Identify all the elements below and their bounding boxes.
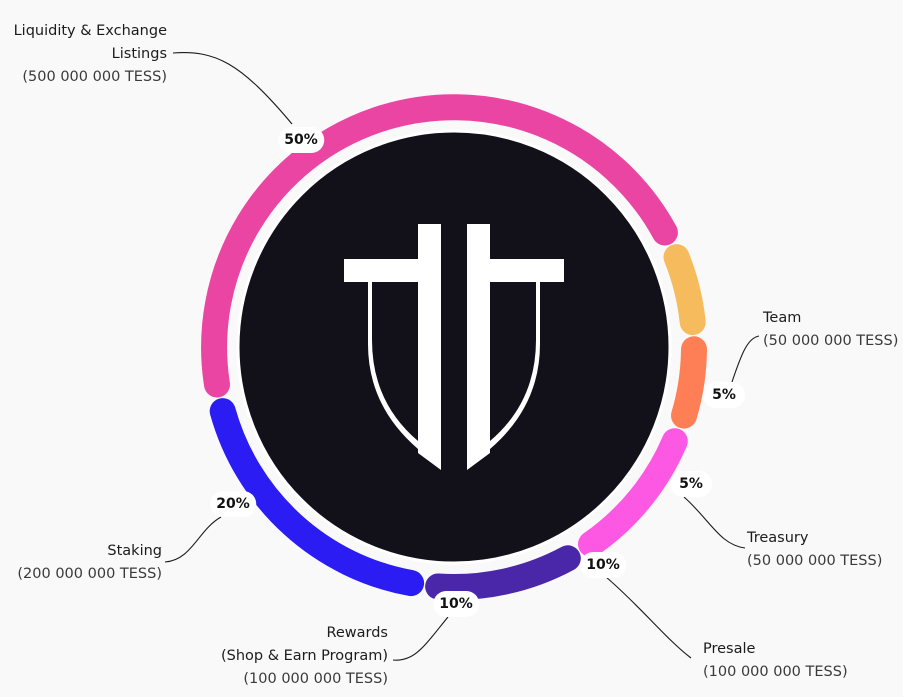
- label-liquidity-amount: (500 000 000 TESS): [22, 69, 167, 85]
- label-treasury-amount: (50 000 000 TESS): [747, 553, 883, 569]
- label-presale-amount: (100 000 000 TESS): [703, 664, 848, 680]
- leader-line-presale: [605, 576, 692, 659]
- leader-lines: [164, 52, 760, 661]
- logo-disc: [236, 129, 672, 565]
- label-liquidity: Liquidity & Exchange Listings (500 000 0…: [14, 20, 167, 89]
- label-presale: Presale (100 000 000 TESS): [703, 638, 848, 684]
- pct-badge-presale: 10%: [580, 552, 626, 578]
- label-presale-line1: Presale: [703, 641, 756, 657]
- pct-badge-staking: 20%: [210, 491, 256, 517]
- label-team: Team (50 000 000 TESS): [763, 307, 898, 353]
- leader-line-treasury: [683, 496, 746, 549]
- donut-arcs: [201, 94, 707, 600]
- arc-presale: [578, 428, 688, 558]
- arc-treasury: [671, 336, 707, 429]
- arc-rewards: [425, 545, 581, 600]
- leader-line-team: [731, 335, 760, 383]
- label-treasury: Treasury (50 000 000 TESS): [747, 527, 882, 573]
- pct-badge-rewards: 10%: [433, 591, 479, 617]
- label-liquidity-line1: Liquidity & Exchange: [13, 23, 167, 39]
- label-staking-line1: Staking: [107, 543, 162, 559]
- label-staking-amount: (200 000 000 TESS): [17, 566, 162, 582]
- label-rewards-line2: (Shop & Earn Program): [220, 648, 388, 664]
- pct-badge-team: 5%: [703, 382, 745, 408]
- label-rewards-amount: (100 000 000 TESS): [243, 671, 388, 687]
- label-liquidity-line2: Listings: [111, 46, 167, 62]
- pct-badge-liquidity: 50%: [278, 127, 324, 153]
- label-treasury-line1: Treasury: [747, 530, 809, 546]
- label-team-line1: Team: [763, 310, 802, 326]
- arc-staking: [209, 398, 425, 597]
- label-staking: Staking (200 000 000 TESS): [17, 540, 162, 586]
- pct-badge-treasury: 5%: [670, 471, 712, 497]
- arc-team: [663, 244, 706, 336]
- label-rewards: Rewards (Shop & Earn Program) (100 000 0…: [221, 622, 388, 691]
- leader-line-rewards: [392, 616, 449, 661]
- leader-line-liquidity: [172, 52, 293, 125]
- label-rewards-line1: Rewards: [326, 625, 388, 641]
- leader-line-staking: [164, 516, 222, 563]
- arc-liquidity: [201, 94, 678, 398]
- label-team-amount: (50 000 000 TESS): [763, 333, 899, 349]
